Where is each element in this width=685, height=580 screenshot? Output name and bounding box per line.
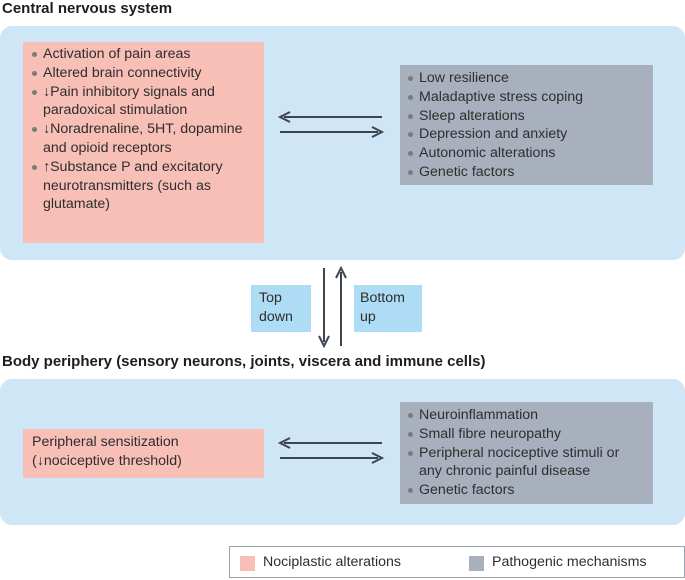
list-item: Low resilience <box>408 69 645 88</box>
cns-pathogenic-list: Low resilience Maladaptive stress coping… <box>408 69 645 182</box>
periphery-pathogenic-box: Neuroinflammation Small fibre neuropathy… <box>400 402 653 504</box>
nociplastic-legend-label: Nociplastic alterations <box>263 554 401 570</box>
list-item: Peripheral nociceptive stimuli or any ch… <box>408 444 645 482</box>
cns-pathogenic-box: Low resilience Maladaptive stress coping… <box>400 65 653 185</box>
list-item: Sleep alterations <box>408 107 645 126</box>
nociplastic-swatch <box>240 556 255 571</box>
periphery-bidirectional-arrows <box>277 437 385 464</box>
cns-nociplastic-box: Activation of pain areas Altered brain c… <box>23 42 264 243</box>
list-item: ↓Noradrenaline, 5HT, dopamine and opioid… <box>32 120 256 158</box>
list-item: Maladaptive stress coping <box>408 88 645 107</box>
vertical-arrows <box>318 266 347 348</box>
list-item: Activation of pain areas <box>32 45 256 64</box>
periphery-title: Body periphery (sensory neurons, joints,… <box>2 353 486 370</box>
cns-title: Central nervous system <box>2 0 173 17</box>
pathogenic-legend-label: Pathogenic mechanisms <box>492 554 647 570</box>
cns-nociplastic-list: Activation of pain areas Altered brain c… <box>32 45 256 214</box>
list-item: Altered brain connectivity <box>32 64 256 83</box>
list-item: Small fibre neuropathy <box>408 425 645 444</box>
peripheral-sensitization-box: Peripheral sensitization (↓nociceptive t… <box>23 429 264 478</box>
list-item: Genetic factors <box>408 481 645 500</box>
peripheral-sensitization-line2: (↓nociceptive threshold) <box>32 453 182 469</box>
peripheral-sensitization-line1: Peripheral sensitization <box>32 434 179 450</box>
cns-bidirectional-arrows <box>277 111 385 138</box>
top-down-label: Top down <box>251 285 311 332</box>
legend: Nociplastic alterations Pathogenic mecha… <box>229 546 685 578</box>
list-item: Genetic factors <box>408 163 645 182</box>
list-item: Neuroinflammation <box>408 406 645 425</box>
periphery-panel: Peripheral sensitization (↓nociceptive t… <box>0 379 685 525</box>
bottom-up-label: Bottom up <box>354 285 422 332</box>
list-item: Autonomic alterations <box>408 144 645 163</box>
list-item: Depression and anxiety <box>408 125 645 144</box>
periphery-pathogenic-list: Neuroinflammation Small fibre neuropathy… <box>408 406 645 500</box>
pathogenic-swatch <box>469 556 484 571</box>
cns-panel: Activation of pain areas Altered brain c… <box>0 26 685 260</box>
list-item: ↓Pain inhibitory signals and paradoxical… <box>32 83 256 121</box>
list-item: ↑Substance P and excitatory neurotransmi… <box>32 158 256 214</box>
